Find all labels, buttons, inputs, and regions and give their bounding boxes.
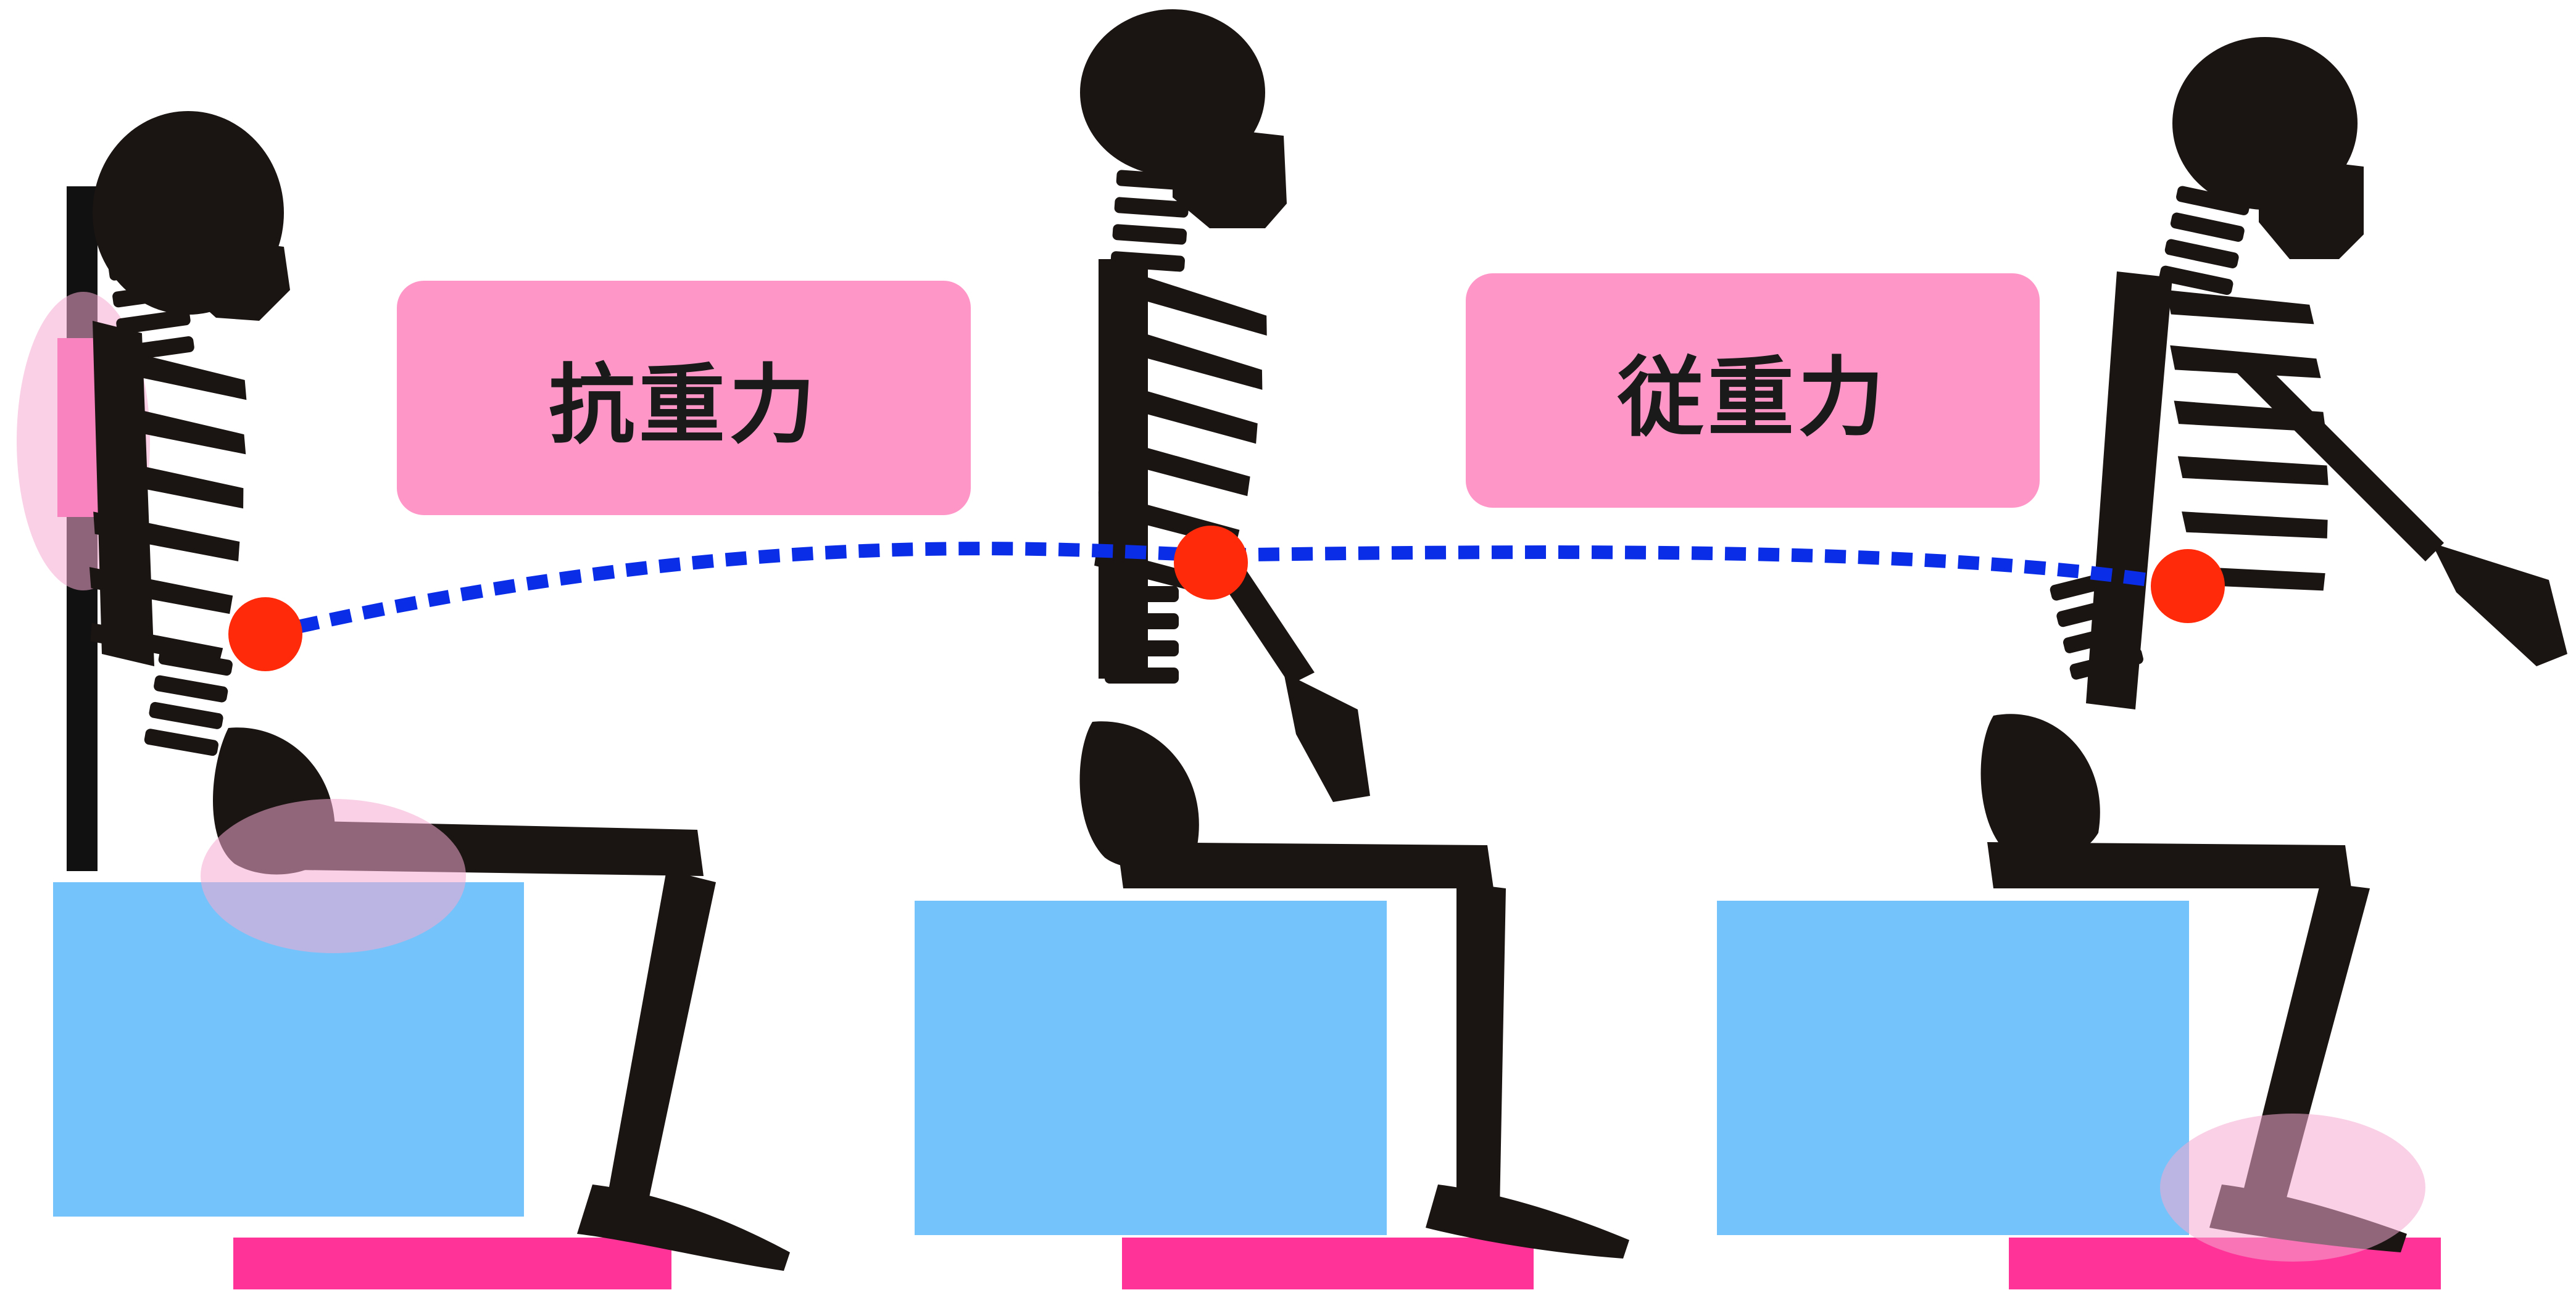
seat-box bbox=[1717, 901, 2189, 1235]
foot-mat bbox=[1122, 1238, 1534, 1289]
figure-leaning-forward bbox=[1717, 37, 2567, 1289]
foot-contact-highlight bbox=[2160, 1114, 2425, 1262]
figure-upright bbox=[915, 9, 1629, 1289]
seat-box bbox=[915, 901, 1387, 1235]
center-of-gravity-dot-3 bbox=[2151, 549, 2225, 623]
center-of-gravity-dot-1 bbox=[228, 597, 302, 671]
center-of-gravity-dot-2 bbox=[1174, 526, 1248, 600]
anti-gravity-label: 抗重力 bbox=[397, 281, 971, 515]
seat-contact-highlight bbox=[201, 799, 466, 953]
foot-mat bbox=[233, 1238, 671, 1289]
follow-gravity-label: 従重力 bbox=[1466, 273, 2040, 508]
